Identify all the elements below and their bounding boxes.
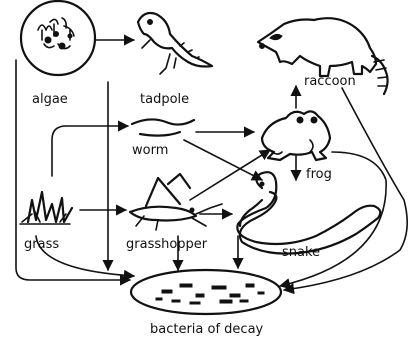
algae-icon [21,1,95,75]
bacteria-icon [131,270,281,314]
label-grasshopper: grasshopper [126,237,208,252]
tadpole-icon [138,13,212,74]
arrow-worm-snake [184,140,262,180]
label-snake: snake [282,245,320,260]
label-tadpole: tadpole [140,92,189,107]
frog-icon [262,111,330,160]
arrow-grass-worm [52,126,128,176]
worm-icon [132,119,194,135]
label-algae: algae [32,92,68,107]
grasshopper-icon [130,174,222,230]
grass-icon [20,192,72,224]
label-raccoon: raccoon [304,74,356,89]
label-frog: frog [306,167,332,182]
snake-icon [237,172,380,253]
label-bacteria-of-decay: bacteria of decay [150,322,264,337]
label-grass: grass [24,237,59,252]
label-worm: worm [132,143,168,158]
